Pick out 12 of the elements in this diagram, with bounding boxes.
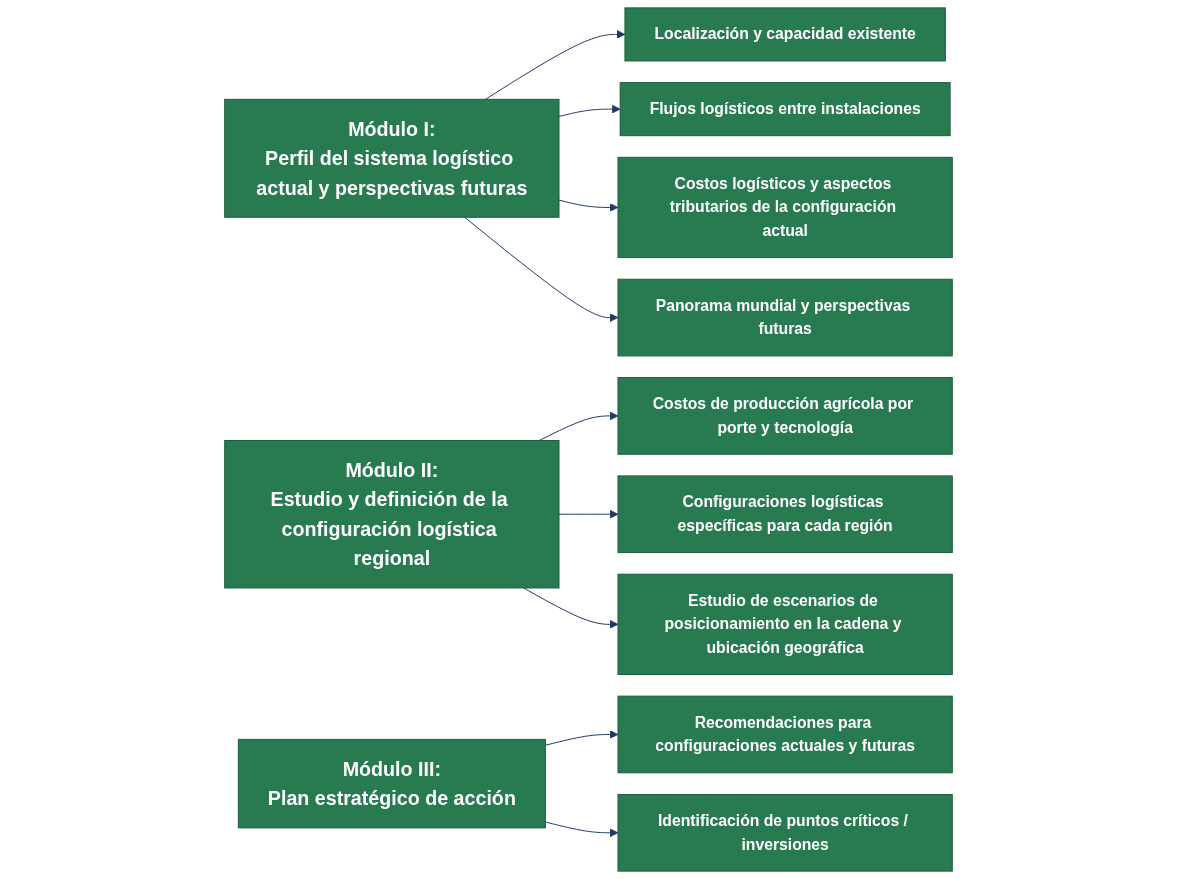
- node-box: Recomendaciones para configuraciones actuales y futuras: [617, 695, 953, 774]
- node-box: Costos logísticos y aspectos tributarios de la configuración actual: [617, 156, 953, 259]
- node-box: Módulo III: Plan estratégico de acción: [237, 738, 546, 829]
- node-box: Módulo II: Estudio y definición de la configuración logística regional: [224, 440, 560, 589]
- node-box: Panorama mundial y perspectivas futuras: [617, 278, 953, 357]
- node-box: Flujos logísticos entre instalaciones: [619, 82, 951, 137]
- node-box: Módulo I: Perfil del sistema logístico actual y perspectivas futuras: [224, 98, 560, 218]
- node-box: Localización y capacidad existente: [624, 7, 946, 62]
- node-box: Identificación de puntos críticos / inversiones: [617, 793, 953, 872]
- node-box: Estudio de escenarios de posicionamiento en la cadena y ubicación geográfica: [617, 573, 953, 675]
- node-box: Costos de producción agrícola por porte y tecnología: [617, 377, 953, 455]
- node-box: Configuraciones logísticas específicas para cada región: [617, 475, 953, 554]
